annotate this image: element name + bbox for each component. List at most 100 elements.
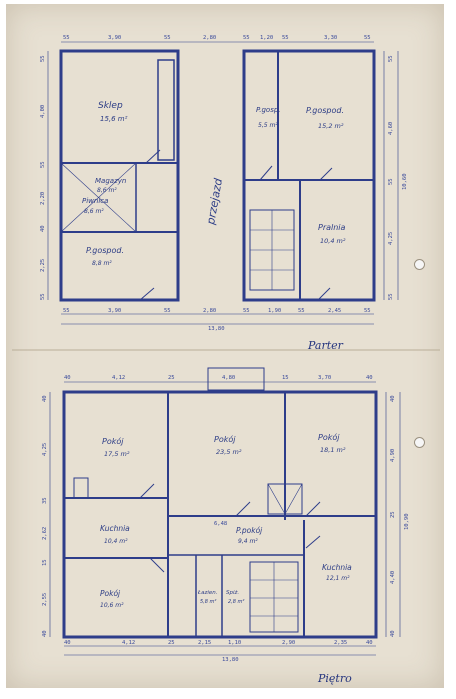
pietro-room-pokoj-right: Pokój: [318, 432, 340, 442]
parter-plan: [47, 41, 399, 325]
parter-dim-top: 55: [282, 35, 289, 41]
paper-background: [6, 4, 444, 688]
pietro-balcony: [207, 367, 265, 391]
parter-room-piwnica: Piwnica: [82, 197, 108, 205]
parter-dim-left: 2,25: [40, 259, 46, 272]
pietro-door: [305, 535, 321, 549]
pietro-dim-bottom: 40: [366, 640, 373, 646]
parter-room-pralnia-area: 10,4 m²: [320, 237, 346, 245]
pietro-dim-left: 2,55: [42, 593, 48, 606]
parter-room-przejazd: przejazd: [204, 176, 225, 226]
pietro-room-kuchnia-right-area: 12,1 m²: [326, 575, 350, 582]
parter-dim-bottom: 3,90: [108, 308, 121, 314]
pietro-dim-bottom: 25: [168, 640, 175, 646]
parter-dim-top: 55: [63, 35, 70, 41]
parter-room-p-gosp: P.gosp.: [256, 106, 281, 114]
parter-total-depth: 10,60: [402, 173, 408, 190]
parter-door: [139, 287, 155, 301]
pietro-door: [139, 483, 155, 499]
pietro-total-width: 13,80: [222, 657, 239, 663]
parter-dim-right: 4,25: [388, 232, 394, 245]
parter-room-sklep-area: 15,6 m²: [100, 115, 128, 123]
pietro-dim-left: 15: [42, 559, 48, 566]
parter-dim-top: 3,90: [108, 35, 121, 41]
parter-dim-left: 2,20: [40, 192, 46, 205]
pietro-outer-wall: [62, 390, 378, 639]
parter-door: [145, 149, 161, 164]
pietro-inner-dim: 6,48: [214, 521, 227, 527]
parter-dim-top: 55: [364, 35, 371, 41]
pietro-room-pokoj-small: Pokój: [100, 589, 121, 598]
pietro-dim-top: 40: [64, 375, 71, 381]
parter-dim-right: 55: [388, 293, 394, 300]
pietro-room-spiz: Spiż.: [226, 590, 239, 596]
parter-room-magazyn-area: 8,6 m²: [97, 187, 117, 194]
parter-dim-top: 1,20: [260, 35, 273, 41]
parter-room-piwnica-area: 8,6 m²: [84, 208, 104, 215]
pietro-room-pokoj-small-area: 10,6 m²: [100, 602, 124, 609]
parter-room-p-gospod-right: P.gospod.: [306, 106, 344, 115]
parter-dim-bottom: 55: [364, 308, 371, 314]
pietro-hatch: [284, 483, 303, 515]
parter-dim-top: 3,30: [324, 35, 337, 41]
pietro-dim-right: 40: [390, 630, 396, 637]
pietro-room-pokoj-center: Pokój: [214, 434, 236, 444]
pietro-dim-top: 4,12: [112, 375, 125, 381]
punch-hole-bottom: [414, 437, 425, 448]
parter-title: Parter: [307, 339, 344, 352]
parter-dim-right: 55: [388, 178, 394, 185]
parter-dim-top: 55: [164, 35, 171, 41]
pietro-dim-left: 40: [42, 395, 48, 402]
pietro-door: [149, 557, 165, 573]
parter-dim-bottom: 55: [164, 308, 171, 314]
pietro-room-kuchnia-right: Kuchnia: [322, 563, 352, 572]
pietro-dim-bottom: 1,10: [228, 640, 241, 646]
parter-dim-left: 55: [40, 55, 46, 62]
pietro-dim-left: 40: [42, 630, 48, 637]
pietro-dim-right: 25: [390, 511, 396, 518]
parter-dim-top: 2,80: [203, 35, 216, 41]
parter-chimney: [157, 59, 175, 161]
pietro-room-p-pokoj-area: 9,4 m²: [238, 538, 258, 545]
pietro-room-pokoj-left-area: 17,5 m²: [104, 450, 130, 458]
parter-dim-left: 55: [40, 293, 46, 300]
pietro-room-kuchnia-left-area: 10,4 m²: [104, 538, 128, 545]
parter-dim-bottom: 55: [243, 308, 250, 314]
parter-room-pralnia: Pralnia: [318, 223, 346, 232]
parter-room-p-gospod-right-area: 15,2 m²: [318, 122, 344, 130]
pietro-dim-bottom: 2,90: [282, 640, 295, 646]
parter-room-p-gosp-area: 5,5 m²: [258, 122, 278, 129]
pietro-vent: [73, 477, 89, 499]
pietro-room-pokoj-left: Pokój: [102, 436, 124, 446]
parter-dim-right: 55: [388, 55, 394, 62]
pietro-door: [235, 501, 251, 517]
parter-room-magazyn: Magazyn: [95, 177, 126, 185]
parter-room-p-gospod-left-area: 8,8 m²: [92, 260, 112, 267]
pietro-room-kuchnia-left: Kuchnia: [100, 524, 130, 533]
parter-dim-bottom: 1,90: [268, 308, 281, 314]
parter-dim-bottom: 55: [298, 308, 305, 314]
pietro-hatch: [267, 483, 286, 515]
pietro-title: Piętro: [317, 672, 352, 685]
parter-dim-left: 55: [40, 161, 46, 168]
parter-dim-bottom: 2,45: [328, 308, 341, 314]
pietro-room-pokoj-center-area: 23,5 m²: [216, 448, 242, 456]
pietro-dim-left: 35: [42, 497, 48, 504]
parter-dim-left: 4,00: [40, 105, 46, 118]
pietro-dim-bottom: 2,15: [198, 640, 211, 646]
parter-room-p-gospod-left: P.gospod.: [86, 246, 124, 255]
parter-total-width: 13,80: [208, 326, 225, 332]
pietro-dim-bottom: 4,12: [122, 640, 135, 646]
pietro-room-lazien-area: 5,8 m²: [200, 599, 216, 605]
pietro-door: [305, 501, 321, 517]
punch-hole-top: [414, 259, 425, 270]
parter-dim-right: 4,60: [388, 122, 394, 135]
pietro-dim-right: 4,90: [390, 449, 396, 462]
pietro-room-spiz-area: 2,8 m²: [228, 599, 244, 605]
parter-door: [259, 165, 273, 181]
parter-left-block-wall: [59, 49, 180, 302]
pietro-dim-top: 4,80: [222, 375, 235, 381]
pietro-total-depth: 10,90: [404, 513, 410, 530]
pietro-dim-bottom: 2,35: [334, 640, 347, 646]
